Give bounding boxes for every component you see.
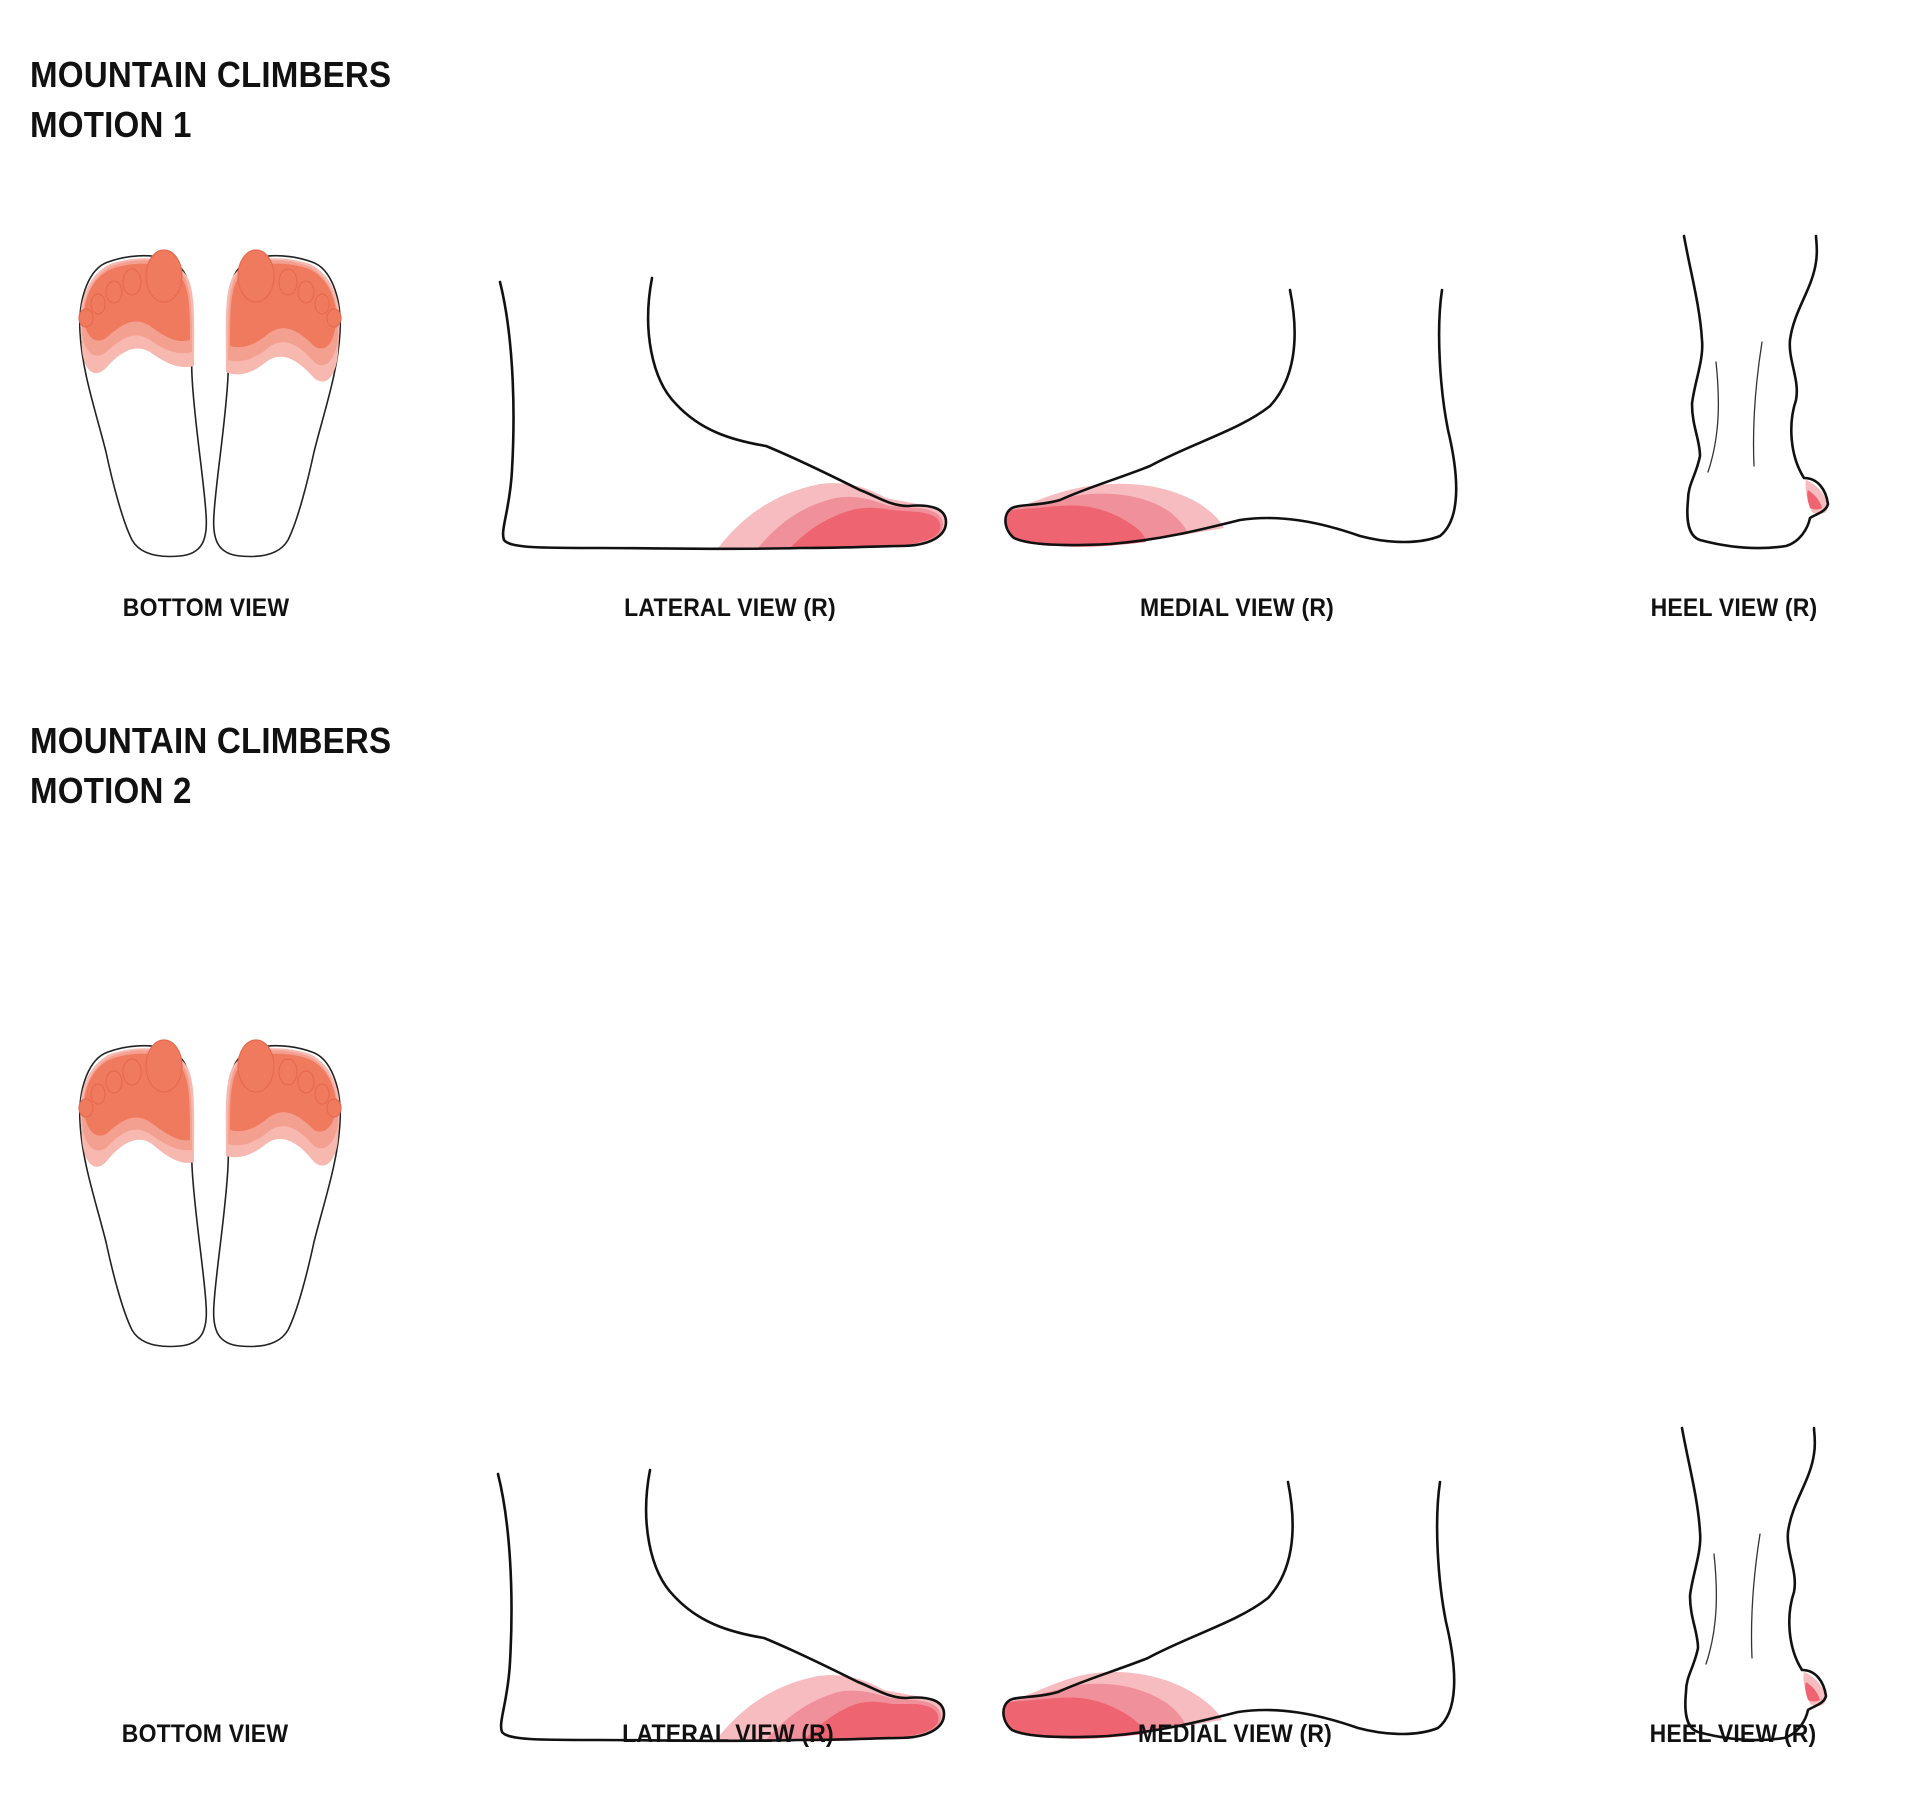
view-label: MEDIAL VIEW (R) [1139,594,1335,622]
views-row: BOTTOM VIEW LATERAL VIEW (R) [0,666,1920,1748]
view-label: HEEL VIEW (R) [1649,1720,1817,1748]
motion-1-section: MOUNTAIN CLIMBERS MOTION 1 [0,0,1920,622]
lateral-foot-icon [498,276,948,551]
view-label: LATERAL VIEW (R) [624,594,836,622]
medial-foot-icon [1004,288,1458,547]
motion-name: MOTION 1 [30,104,192,145]
heel-foot-icon [1680,1426,1828,1742]
exercise-name: MOUNTAIN CLIMBERS [30,720,392,761]
exercise-name: MOUNTAIN CLIMBERS [30,54,392,95]
views-row: BOTTOM VIEW LATERAL VIEW (R) MEDIAL VIEW… [0,0,1920,622]
section-title: MOUNTAIN CLIMBERS MOTION 1 [30,50,391,150]
view-label: HEEL VIEW (R) [1650,594,1818,622]
soles-icon [78,249,342,558]
motion-name: MOTION 2 [30,770,192,811]
motion-2-section: MOUNTAIN CLIMBERS MOTION 2 [0,666,1920,1748]
heel-foot-icon [1682,234,1830,550]
section-title: MOUNTAIN CLIMBERS MOTION 2 [30,716,391,816]
view-label: BOTTOM VIEW [122,594,290,622]
